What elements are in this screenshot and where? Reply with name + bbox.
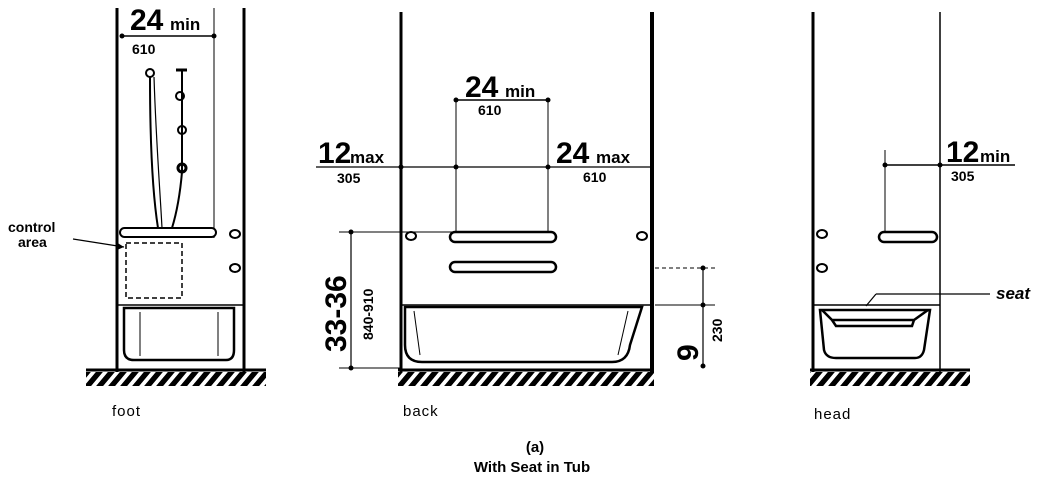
back-rim-metric: 230 <box>709 318 725 342</box>
back-rim-value: 9 <box>672 344 705 361</box>
faucet-knob-icon <box>405 231 417 241</box>
head-grab-bar <box>877 230 939 244</box>
head-dim-metric: 305 <box>951 168 975 184</box>
back-left-metric: 305 <box>337 170 361 186</box>
head-dim-qual: min <box>980 147 1010 166</box>
back-right-metric: 610 <box>583 169 607 185</box>
back-grab-bar-upper <box>448 230 558 244</box>
tub-seat <box>821 308 929 328</box>
hand-shower-icon <box>145 68 188 229</box>
back-tub <box>403 305 644 364</box>
control-area-box <box>125 242 183 299</box>
foot-tub <box>122 306 236 362</box>
back-right-value: 24 <box>556 137 590 170</box>
foot-dim-metric: 610 <box>132 41 156 57</box>
head-floor-hatch <box>810 372 970 386</box>
head-view-label: head <box>814 406 851 423</box>
faucet-knob-icon <box>636 231 648 241</box>
foot-floor-hatch <box>86 372 266 386</box>
back-left-value: 12 <box>318 137 351 170</box>
head-dim-value: 12 <box>946 136 979 169</box>
foot-dim-qual: min <box>170 15 200 34</box>
faucet-knob-icon <box>229 263 241 273</box>
back-height-value: 33-36 <box>320 275 353 352</box>
back-center-qual: min <box>505 82 535 101</box>
back-center-metric: 610 <box>478 102 502 118</box>
caption-label: (a) <box>526 439 544 456</box>
foot-grab-bar <box>119 227 217 238</box>
foot-dim-value: 24 <box>130 4 164 37</box>
back-grab-bar-lower <box>448 260 558 274</box>
back-view-label: back <box>403 403 439 420</box>
caption-title: With Seat in Tub <box>474 459 590 476</box>
back-left-qual: max <box>350 148 385 167</box>
faucet-knob-icon <box>229 229 241 239</box>
seat-label: seat <box>996 284 1031 303</box>
head-tub <box>818 308 932 360</box>
faucet-knob-icon <box>816 229 828 239</box>
faucet-knob-icon <box>816 263 828 273</box>
head-view: 12 min 305 seat head <box>810 12 1031 423</box>
foot-view: 24 min 610 control area <box>8 4 266 420</box>
back-height-metric: 840-910 <box>360 288 376 340</box>
back-view: 24 min 610 12 max 305 24 max 610 33-36 8… <box>316 12 725 420</box>
back-right-qual: max <box>596 148 631 167</box>
control-area-label-1: control <box>8 219 55 235</box>
back-floor-hatch <box>398 372 654 386</box>
back-center-value: 24 <box>465 71 499 104</box>
foot-view-label: foot <box>112 403 141 420</box>
control-area-label-2: area <box>18 234 47 250</box>
